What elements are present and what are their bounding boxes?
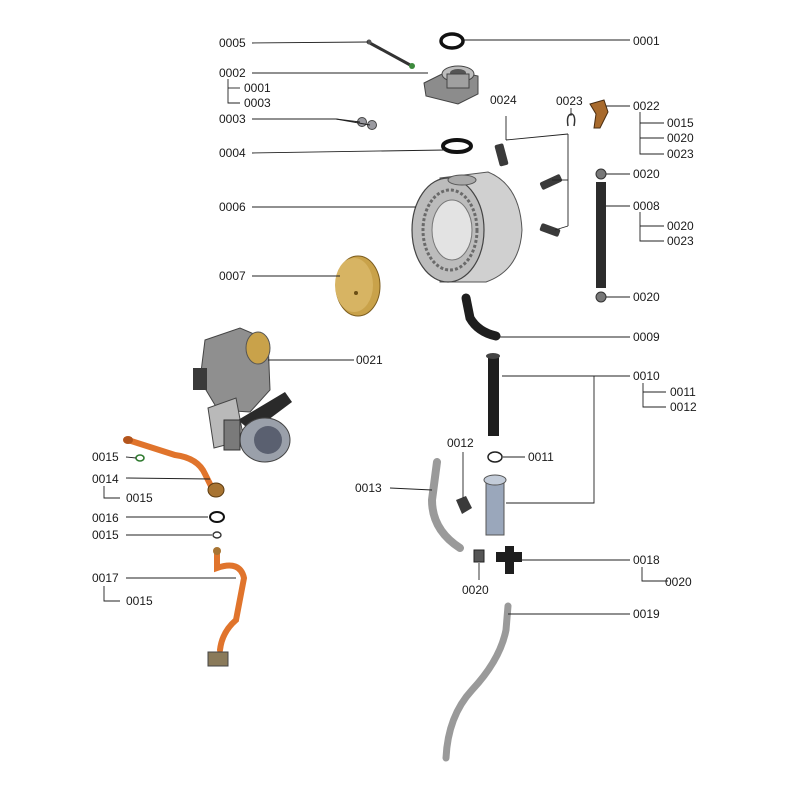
part-0022-fitting bbox=[589, 99, 609, 129]
label-0008-sub-0023: 0023 bbox=[667, 234, 694, 248]
label-0017-sub-0015: 0015 bbox=[126, 594, 153, 608]
label-0018: 0018 bbox=[633, 553, 660, 567]
part-0015-oring-a bbox=[135, 454, 145, 462]
label-0015-b: 0015 bbox=[92, 528, 119, 542]
label-0012: 0012 bbox=[447, 436, 474, 450]
label-0016: 0016 bbox=[92, 511, 119, 525]
part-0020-nut-b bbox=[595, 291, 607, 303]
label-0021: 0021 bbox=[356, 353, 383, 367]
part-0023-clip bbox=[566, 113, 576, 127]
label-0020-upper: 0020 bbox=[633, 167, 660, 181]
part-0013-hose bbox=[427, 458, 464, 552]
part-0024-clips bbox=[494, 143, 563, 237]
callout-labels: 0005 0002 0001 0003 0003 0004 0006 0007 … bbox=[92, 34, 697, 621]
label-0001: 0001 bbox=[633, 34, 660, 48]
part-0019-drain-hose bbox=[442, 602, 512, 762]
part-0007-disc bbox=[335, 255, 381, 317]
label-0007: 0007 bbox=[219, 269, 246, 283]
part-0020-fitting bbox=[473, 549, 485, 563]
leader-lines bbox=[103, 39, 668, 615]
label-0008: 0008 bbox=[633, 199, 660, 213]
part-0004-gasket bbox=[441, 138, 473, 154]
label-0017: 0017 bbox=[92, 571, 119, 585]
label-0010-sub-0011: 0011 bbox=[670, 385, 696, 399]
part-0008-pipe bbox=[596, 182, 606, 288]
label-0011: 0011 bbox=[528, 450, 554, 464]
part-0005-sensor bbox=[366, 39, 415, 69]
part-0020-nut-a bbox=[595, 168, 607, 180]
label-0010-sub-0012: 0012 bbox=[670, 400, 697, 414]
label-0015-a: 0015 bbox=[92, 450, 119, 464]
label-0018-sub-0020: 0020 bbox=[665, 575, 692, 589]
part-0016-oring bbox=[209, 511, 225, 523]
part-0001-oring bbox=[439, 32, 465, 50]
part-0017-copper-pipe bbox=[207, 547, 248, 667]
label-0014-sub-0015: 0015 bbox=[126, 491, 153, 505]
label-0020-lower: 0020 bbox=[633, 290, 660, 304]
parts bbox=[123, 32, 609, 762]
part-0021-fan-assembly bbox=[193, 327, 292, 463]
part-0011-oring bbox=[487, 451, 503, 463]
label-0019: 0019 bbox=[633, 607, 660, 621]
label-0006: 0006 bbox=[219, 200, 246, 214]
part-0015-oring-b bbox=[212, 531, 222, 539]
label-0020-bottom: 0020 bbox=[462, 583, 489, 597]
label-0013: 0013 bbox=[355, 481, 382, 495]
label-0022-sub-0023: 0023 bbox=[667, 147, 694, 161]
part-0002-burner-head bbox=[423, 65, 479, 105]
label-0003: 0003 bbox=[219, 112, 246, 126]
label-0009: 0009 bbox=[633, 330, 660, 344]
label-0004: 0004 bbox=[219, 146, 246, 160]
label-0022-sub-0020: 0020 bbox=[667, 131, 694, 145]
label-0014: 0014 bbox=[92, 472, 119, 486]
label-0005: 0005 bbox=[219, 36, 246, 50]
label-0024: 0024 bbox=[490, 93, 517, 107]
part-0014-copper-pipe bbox=[123, 436, 225, 498]
label-0023-top: 0023 bbox=[556, 94, 583, 108]
part-0018-tee bbox=[496, 546, 522, 574]
label-0008-sub-0020: 0020 bbox=[667, 219, 694, 233]
part-0012-clip bbox=[456, 496, 472, 514]
part-0006-heat-exchanger bbox=[411, 171, 523, 283]
label-0002-sub-0001: 0001 bbox=[244, 81, 271, 95]
label-0002-sub-0003: 0003 bbox=[244, 96, 271, 110]
label-0010: 0010 bbox=[633, 369, 660, 383]
label-0022: 0022 bbox=[633, 99, 660, 113]
label-0002: 0002 bbox=[219, 66, 246, 80]
part-0009-elbow bbox=[461, 293, 501, 341]
label-0022-sub-0015: 0015 bbox=[667, 116, 694, 130]
part-0010-trap bbox=[483, 353, 507, 536]
